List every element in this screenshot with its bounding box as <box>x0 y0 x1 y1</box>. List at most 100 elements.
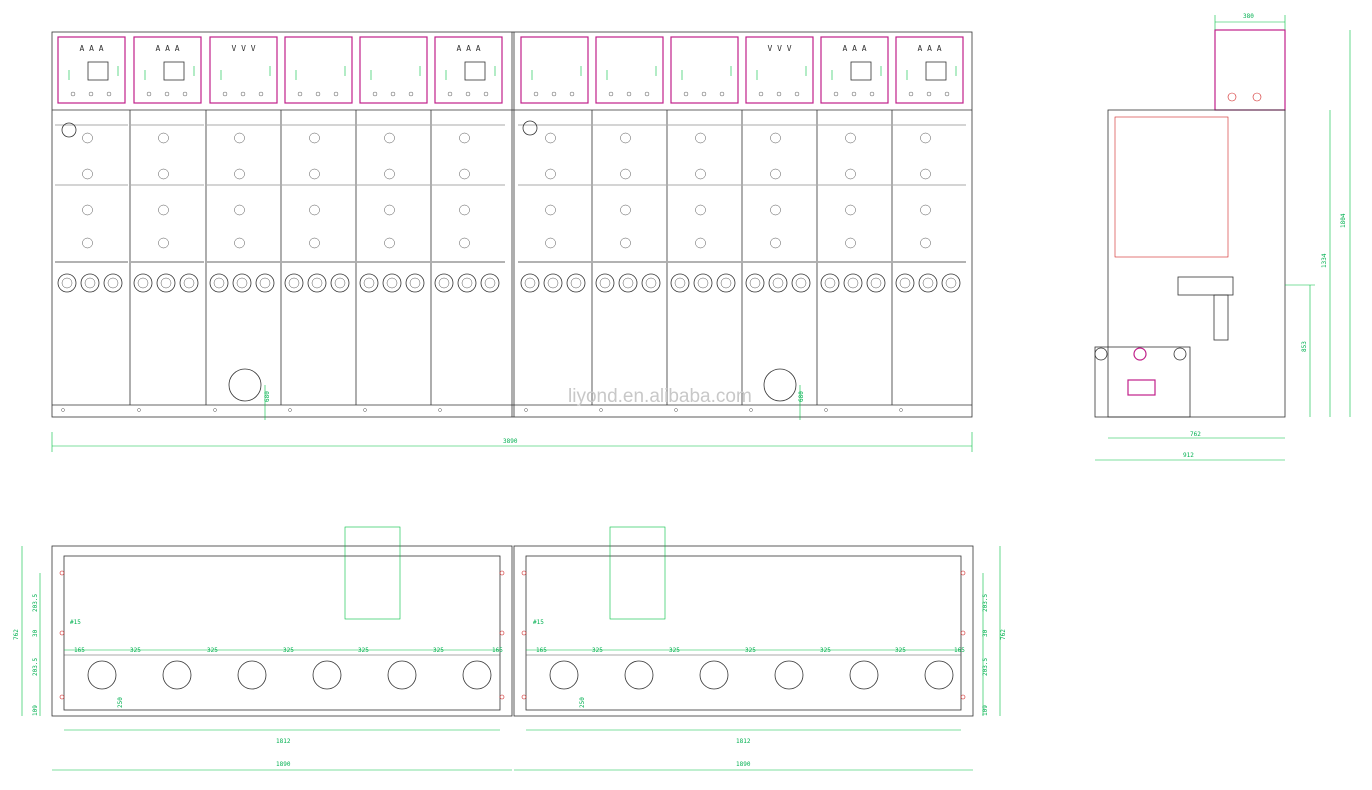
cable-bushing-inner <box>645 277 657 289</box>
cable-hole <box>387 660 417 690</box>
cable-bushing-inner <box>622 277 634 289</box>
cable-bushing-inner <box>461 277 473 289</box>
side-base-hole <box>1173 347 1187 361</box>
cable-hole <box>462 660 492 690</box>
knob <box>944 91 950 97</box>
relay-display <box>925 61 947 81</box>
base-bolt <box>524 408 528 412</box>
anchor-bolt <box>960 694 966 700</box>
side-top-hole <box>1227 92 1237 102</box>
side-top-box <box>1214 29 1286 111</box>
mech-symbol <box>459 237 470 249</box>
cable-bushing-inner <box>720 277 732 289</box>
mech-symbol <box>770 132 781 144</box>
front-height-dim: 680 <box>264 391 271 402</box>
knob <box>551 91 557 97</box>
spacing-label: 325 <box>745 647 756 654</box>
cable-bushing-inner <box>945 277 957 289</box>
cable-bushing-inner <box>547 277 559 289</box>
base-bolt <box>674 408 678 412</box>
anchor-bolt <box>960 570 966 576</box>
cable-bushing-inner <box>288 277 300 289</box>
control-panel <box>520 36 589 104</box>
base-bolt <box>363 408 367 412</box>
mech-symbol <box>695 132 706 144</box>
inspection-window <box>763 368 797 402</box>
cable-bushing <box>520 273 540 293</box>
cable-bushing <box>330 273 350 293</box>
cable-bushing-inner <box>84 277 96 289</box>
plan-frame-inner <box>63 555 501 711</box>
cable-bushing-inner <box>183 277 195 289</box>
plan-hole-dim-1: 250 <box>117 697 124 708</box>
mech-symbol <box>695 204 706 216</box>
knob <box>222 91 228 97</box>
cable-bushing <box>543 273 563 293</box>
mech-symbol <box>545 237 556 249</box>
meter-label: A A A <box>917 44 941 53</box>
knob <box>851 91 857 97</box>
plan-view <box>21 526 1001 771</box>
control-panel <box>434 36 503 104</box>
mech-symbol <box>234 168 245 180</box>
cable-bushing <box>232 273 252 293</box>
base-bolt <box>137 408 141 412</box>
knob <box>297 91 303 97</box>
mech-symbol <box>309 237 320 249</box>
cable-bushing <box>595 273 615 293</box>
side-body <box>1107 109 1286 418</box>
knob <box>390 91 396 97</box>
knob <box>533 91 539 97</box>
cable-hole <box>849 660 879 690</box>
cable-bushing-inner <box>61 277 73 289</box>
mech-symbol <box>309 132 320 144</box>
mech-symbol <box>384 204 395 216</box>
cable-bushing <box>457 273 477 293</box>
cable-bushing <box>566 273 586 293</box>
plan-left-dim-2: 30 <box>32 629 39 637</box>
cable-bushing-inner <box>409 277 421 289</box>
knob <box>626 91 632 97</box>
mech-symbol <box>82 204 93 216</box>
relay-display <box>163 61 185 81</box>
cable-bushing-inner <box>386 277 398 289</box>
cable-bushing-inner <box>772 277 784 289</box>
relay-display <box>850 61 872 81</box>
pressure-gauge <box>61 122 77 138</box>
meter-label: A A A <box>456 44 480 53</box>
pressure-gauge <box>522 120 538 136</box>
cable-bushing <box>480 273 500 293</box>
knob <box>106 91 112 97</box>
cable-bushing <box>382 273 402 293</box>
mech-symbol <box>309 168 320 180</box>
side-cable-head <box>1177 276 1234 296</box>
cable-bushing-inner <box>697 277 709 289</box>
mech-symbol <box>920 204 931 216</box>
anchor-bolt <box>499 630 505 636</box>
spacing-label: 325 <box>592 647 603 654</box>
plan-outer-width-1: 1890 <box>276 761 291 768</box>
mech-symbol <box>845 168 856 180</box>
cable-bushing <box>866 273 886 293</box>
cable-hole <box>699 660 729 690</box>
mech-symbol <box>845 132 856 144</box>
mech-symbol <box>545 132 556 144</box>
anchor-bolt <box>59 694 65 700</box>
anchor-bolt <box>960 630 966 636</box>
plan-inner-width-1: 1812 <box>276 738 291 745</box>
cable-bushing <box>103 273 123 293</box>
cable-bushing <box>284 273 304 293</box>
plan-hole-label-1: #15 <box>70 619 81 626</box>
cable-bushing <box>820 273 840 293</box>
meter-label: A A A <box>79 44 103 53</box>
plan-frame <box>513 545 974 717</box>
cable-bushing <box>716 273 736 293</box>
cable-bushing <box>434 273 454 293</box>
cable-bushing <box>791 273 811 293</box>
anchor-bolt <box>59 630 65 636</box>
side-base-plate <box>1127 379 1156 396</box>
cable-bushing <box>670 273 690 293</box>
cable-bushing-inner <box>524 277 536 289</box>
mech-symbol <box>620 132 631 144</box>
